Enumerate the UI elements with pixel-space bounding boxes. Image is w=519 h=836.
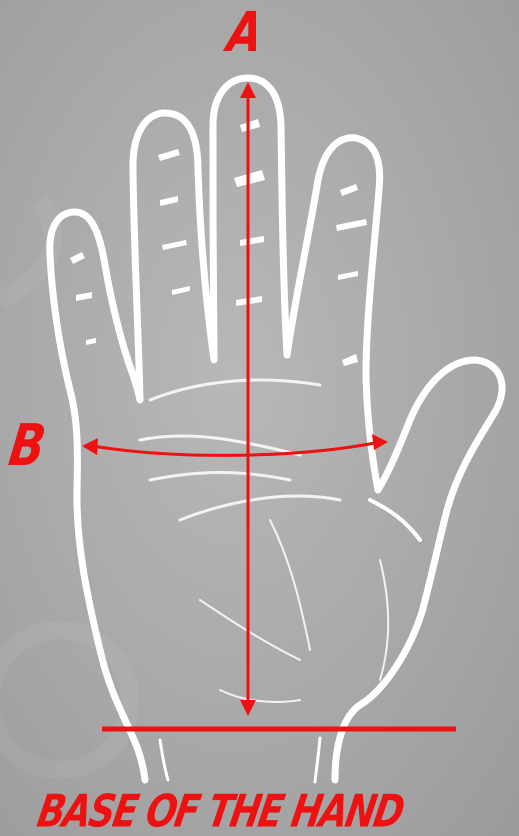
measurement-b-arrow — [82, 434, 388, 455]
base-of-hand-label: BASE OF THE HAND — [34, 790, 406, 835]
palm-lines — [140, 380, 388, 702]
